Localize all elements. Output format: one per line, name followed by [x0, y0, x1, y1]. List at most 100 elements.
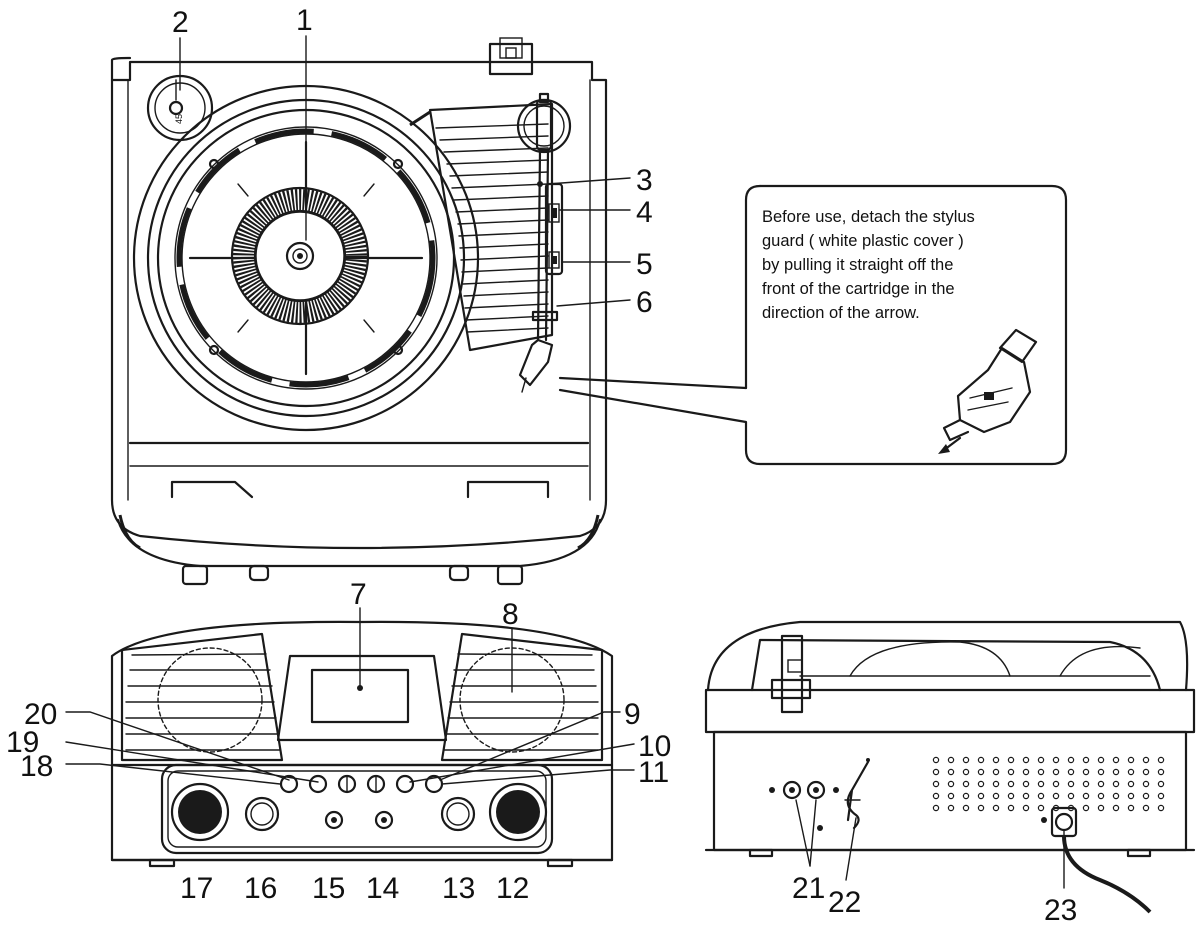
vent-dot [1157, 756, 1165, 764]
vent-dot [1082, 780, 1090, 788]
vent-dot [1067, 756, 1075, 764]
top-view: 45 [110, 37, 608, 586]
vent-dot [1112, 756, 1120, 764]
vent-dot [932, 756, 940, 764]
front-view [110, 620, 614, 868]
vent-dot [1067, 792, 1075, 800]
vent-dot [962, 804, 970, 812]
vent-dot [1097, 804, 1105, 812]
label-7: 7 [350, 578, 367, 611]
label-2: 2 [172, 6, 189, 39]
vent-dot [1082, 792, 1090, 800]
label-12: 12 [496, 872, 529, 905]
vent-dot [1022, 804, 1030, 812]
vent-dot [932, 768, 940, 776]
vent-dot [977, 780, 985, 788]
vent-dot [1112, 780, 1120, 788]
label-1: 1 [296, 4, 313, 37]
label-4: 4 [636, 196, 653, 229]
label-15: 15 [312, 872, 345, 905]
vent-dot [1112, 792, 1120, 800]
label-9: 9 [624, 698, 641, 731]
vent-dot [1097, 792, 1105, 800]
vent-dot [932, 804, 940, 812]
vent-dot [1127, 792, 1135, 800]
arrow-down-left-icon [938, 436, 962, 454]
label-11: 11 [638, 756, 669, 789]
vent-dot [1142, 768, 1150, 776]
vent-dot [1052, 792, 1060, 800]
vent-dot [992, 804, 1000, 812]
vent-dot [947, 792, 955, 800]
vent-dot [1067, 768, 1075, 776]
vent-dot [1022, 792, 1030, 800]
vent-dot [1052, 780, 1060, 788]
vent-dot [1007, 756, 1015, 764]
label-19: 19 [6, 726, 39, 759]
vent-dot [1112, 804, 1120, 812]
vent-dot [1097, 768, 1105, 776]
vent-dot [1082, 756, 1090, 764]
stylus-guard-callout: Before use, detach the stylus guard ( wh… [558, 184, 1068, 466]
vent-dot [992, 768, 1000, 776]
vent-dot [1142, 804, 1150, 812]
vent-dot [1097, 756, 1105, 764]
vent-dot [1082, 768, 1090, 776]
label-20: 20 [24, 698, 57, 731]
label-17: 17 [180, 872, 213, 905]
vent-dot [977, 792, 985, 800]
speed-mark-45: 45 [174, 114, 184, 124]
vent-dot [1037, 756, 1045, 764]
callout-line-4: front of the cartridge in the [762, 280, 955, 298]
callout-line-3: by pulling it straight off the [762, 256, 953, 274]
vent-dot [1037, 780, 1045, 788]
vent-dot [1037, 768, 1045, 776]
vent-dot [962, 756, 970, 764]
rear-view [704, 620, 1196, 914]
label-18: 18 [20, 750, 53, 783]
vent-dot [947, 780, 955, 788]
vent-dot [1157, 792, 1165, 800]
label-21: 21 [792, 872, 825, 905]
rear-vent-dots [932, 756, 1165, 812]
vent-dot [1022, 756, 1030, 764]
vent-dot [1127, 768, 1135, 776]
vent-dot [992, 756, 1000, 764]
label-6: 6 [636, 286, 653, 319]
vent-dot [947, 756, 955, 764]
vent-dot [1037, 804, 1045, 812]
vent-dot [932, 780, 940, 788]
vent-dot [1022, 780, 1030, 788]
vent-dot [1007, 792, 1015, 800]
callout-line-2: guard ( white plastic cover ) [762, 232, 964, 250]
vent-dot [1067, 780, 1075, 788]
label-8: 8 [502, 598, 519, 631]
label-23: 23 [1044, 894, 1077, 926]
vent-dot [1052, 756, 1060, 764]
vent-dot [1022, 768, 1030, 776]
label-10: 10 [638, 730, 671, 763]
callout-line-1: Before use, detach the stylus [762, 208, 975, 226]
vent-dot [1157, 780, 1165, 788]
vent-dot [1157, 768, 1165, 776]
vent-dot [1127, 804, 1135, 812]
vent-dot [977, 756, 985, 764]
vent-dot [1082, 804, 1090, 812]
label-14: 14 [366, 872, 399, 905]
vent-dot [947, 804, 955, 812]
tonearm-base-grille [409, 102, 554, 352]
label-13: 13 [442, 872, 475, 905]
vent-dot [1157, 804, 1165, 812]
label-22: 22 [828, 886, 861, 919]
label-5: 5 [636, 248, 653, 281]
vent-dot [1097, 780, 1105, 788]
vent-dot [962, 768, 970, 776]
vent-dot [1007, 780, 1015, 788]
callout-line-5: direction of the arrow. [762, 304, 920, 322]
label-16: 16 [244, 872, 277, 905]
vent-dot [1007, 768, 1015, 776]
vent-dot [962, 792, 970, 800]
vent-dot [932, 792, 940, 800]
vent-dot [1127, 780, 1135, 788]
